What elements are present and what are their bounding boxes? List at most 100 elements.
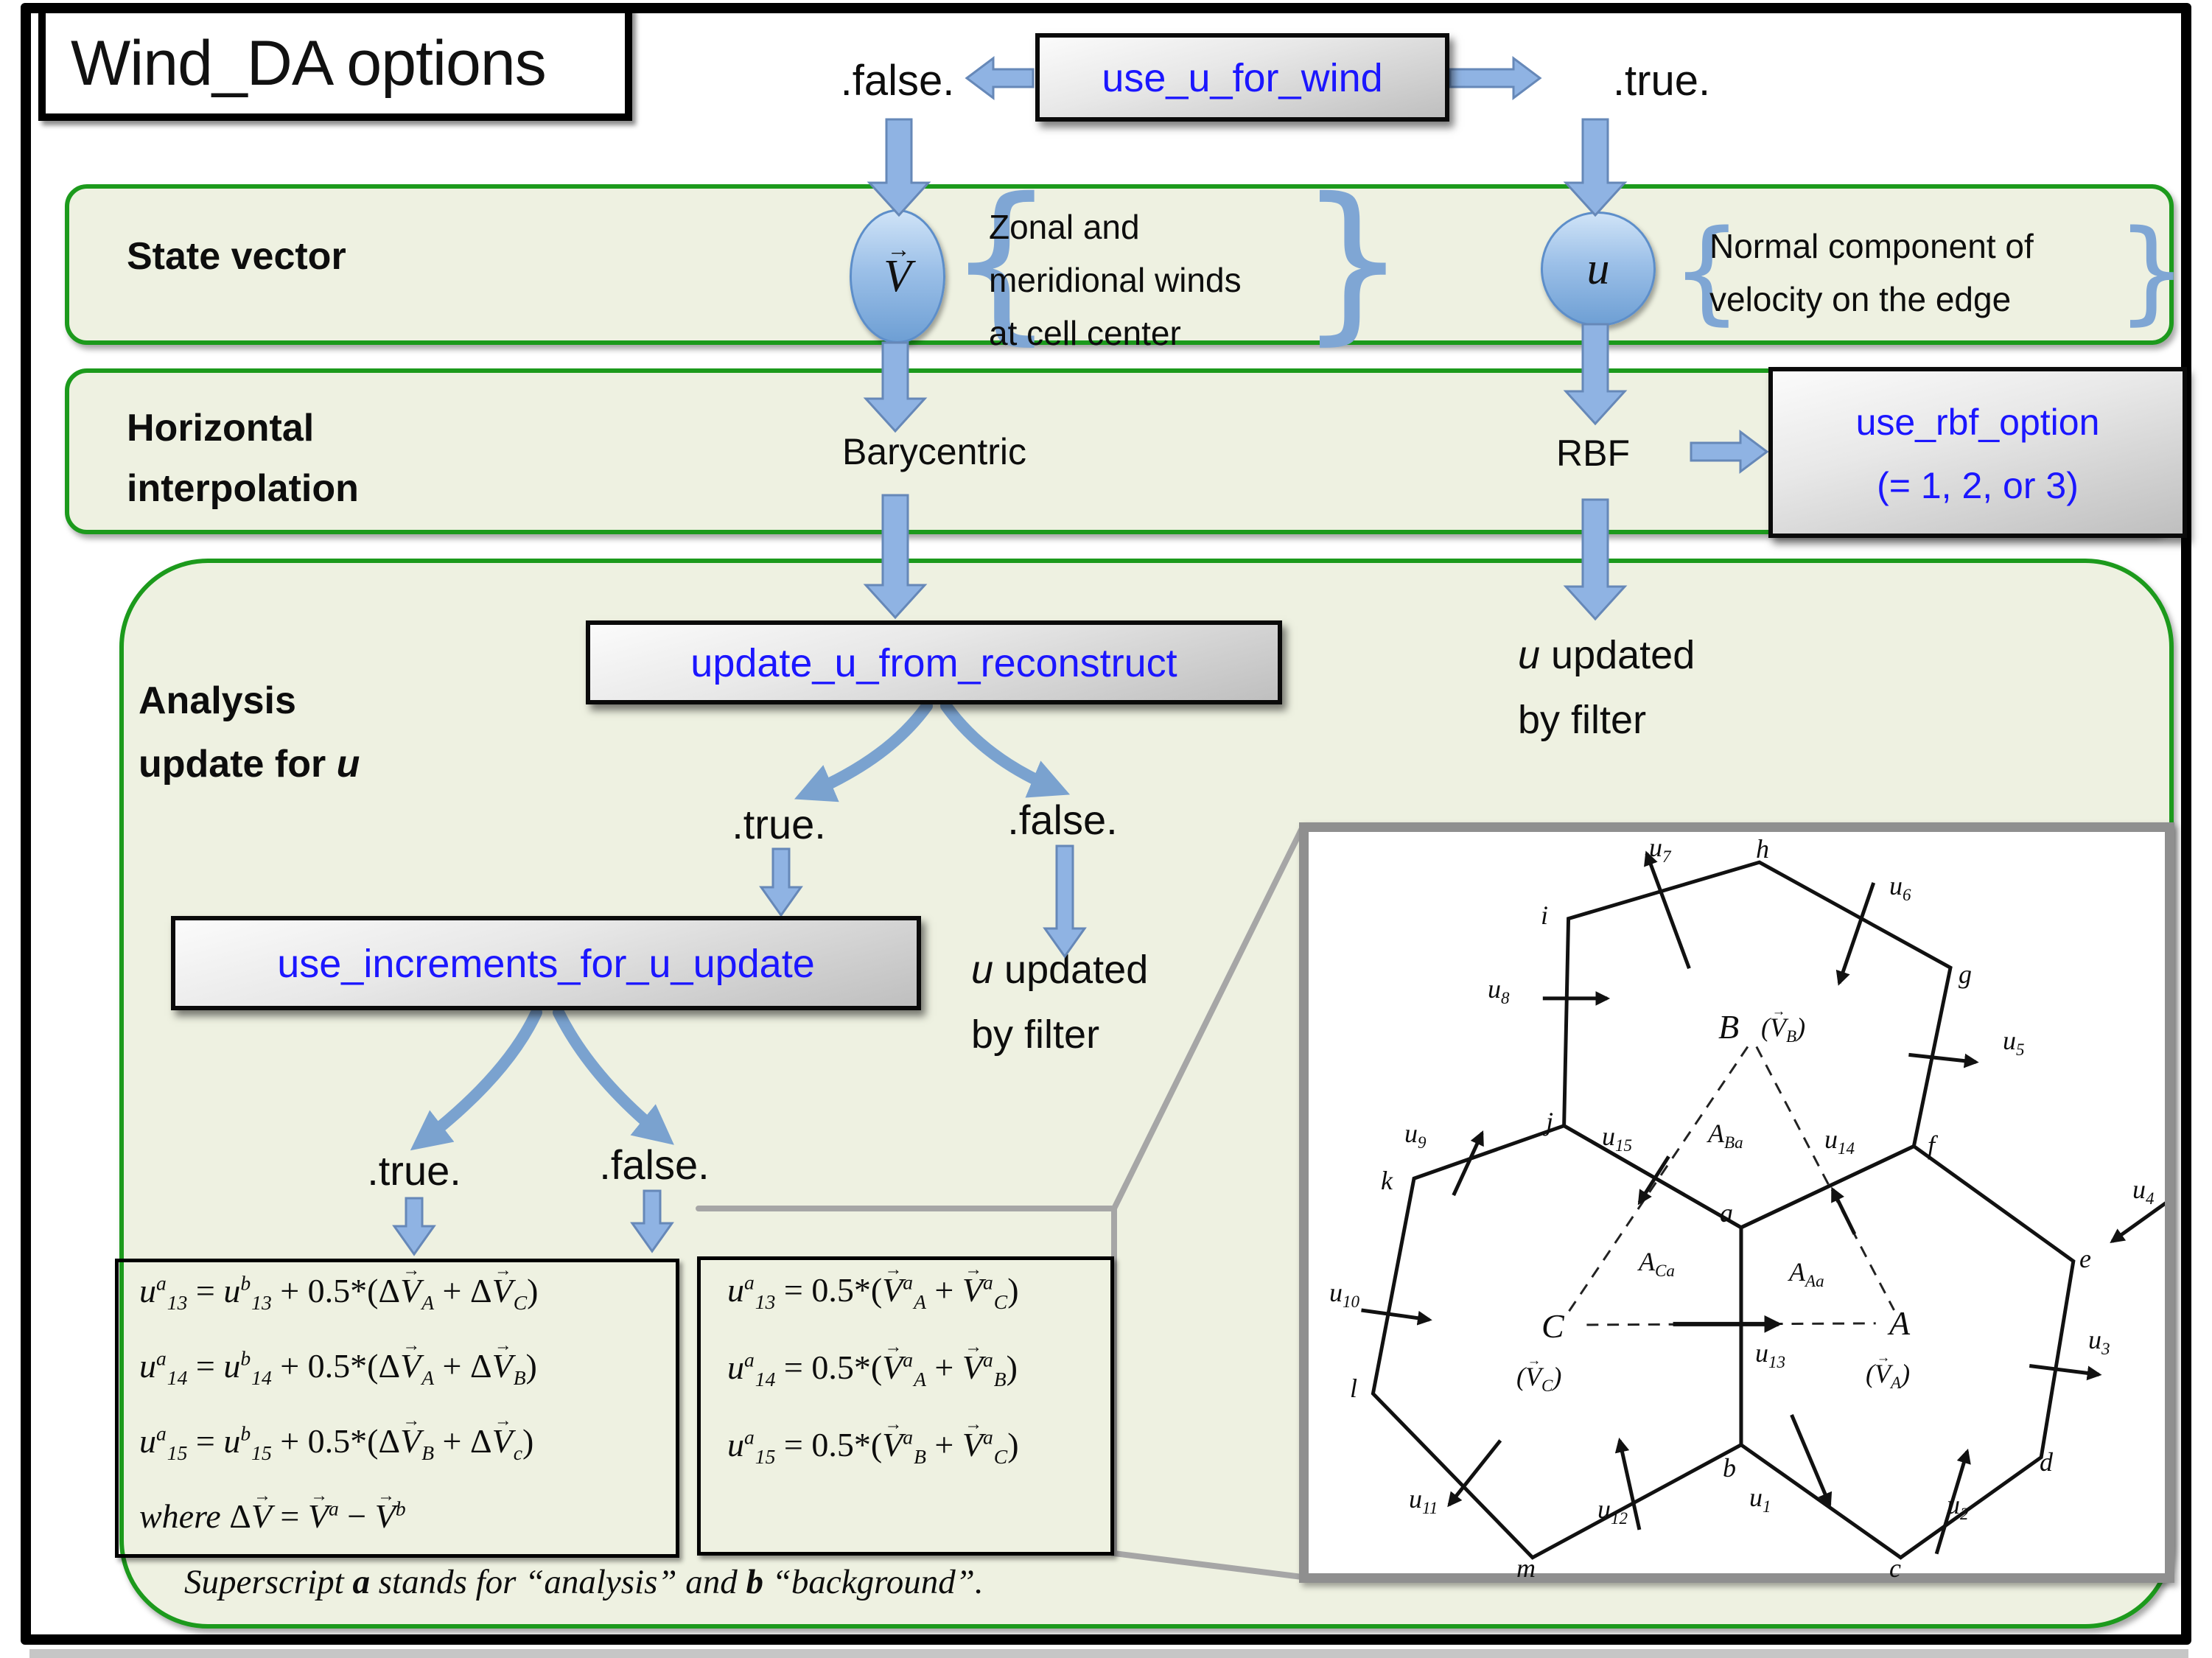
inset-label-m: m xyxy=(1516,1553,1536,1583)
barycentric-label: Barycentric xyxy=(841,431,1027,472)
inset-label-u15: u15 xyxy=(1602,1122,1633,1155)
inset-label-AAa: AAa xyxy=(1789,1257,1824,1291)
filter-note1-line2: by filter xyxy=(1518,698,1647,742)
true-label-top: .true. xyxy=(1612,57,1711,105)
inset-label-j: j xyxy=(1546,1107,1554,1136)
u-updated-by-filter-1: u updated by filter xyxy=(1518,623,1695,752)
update-u-from-reconstruct-box: update_u_from_reconstruct xyxy=(586,620,1282,704)
v-node: V xyxy=(850,209,945,343)
state-vector-label: State vector xyxy=(127,235,346,278)
inset-label-u2: u2 xyxy=(1947,1490,1969,1524)
inset-label-u5: u5 xyxy=(2003,1026,2025,1060)
u15-arrow xyxy=(1637,1155,1670,1206)
analysis-label-line2: update for u xyxy=(139,743,360,786)
v-note-line3: at cell center xyxy=(989,314,1181,352)
inset-label-ACa: ACa xyxy=(1639,1247,1675,1281)
false-label-update: .false. xyxy=(1007,797,1118,843)
u2-arrow xyxy=(1934,1448,1971,1555)
inset-label-VA: (VA) xyxy=(1866,1350,1910,1393)
hexagon-cell-B xyxy=(1562,860,1953,1230)
inset-label-B: B xyxy=(1718,1008,1740,1046)
edge-normal-arrows xyxy=(1361,850,2165,1555)
inset-label-C: C xyxy=(1541,1307,1564,1345)
inset-label-h: h xyxy=(1756,834,1769,864)
u4-arrow xyxy=(2110,1201,2165,1243)
inset-label-u13: u13 xyxy=(1755,1338,1786,1372)
slide-shadow xyxy=(29,1649,2188,1658)
u11-arrow xyxy=(1447,1439,1502,1508)
true-label-update: .true. xyxy=(732,801,826,847)
direct-formula-box: ua13 = 0.5*(VaA + VaC) ua14 = 0.5*(VaA +… xyxy=(697,1256,1114,1556)
inset-label-ABa: ABa xyxy=(1708,1119,1743,1152)
u9-arrow xyxy=(1452,1130,1484,1197)
inset-label-u14: u14 xyxy=(1824,1124,1855,1158)
u-note: Normal component of velocity on the edge xyxy=(1709,220,2034,326)
false-label-top: .false. xyxy=(840,57,955,105)
inset-label-u6: u6 xyxy=(1889,871,1911,905)
formula-right-1: ua13 = 0.5*(VaA + VaC) xyxy=(727,1260,1019,1314)
inset-label-f: f xyxy=(1928,1130,1936,1160)
inset-label-d: d xyxy=(2040,1447,2053,1477)
u-symbol: u xyxy=(1586,243,1610,294)
inset-label-b: b xyxy=(1723,1453,1736,1483)
hexagon-cell-A xyxy=(1739,1144,2076,1560)
inset-label-u12: u12 xyxy=(1597,1494,1628,1528)
cell-center-triangle xyxy=(1564,1046,1895,1326)
formula-right-3: ua15 = 0.5*(VaB + VaC) xyxy=(727,1415,1019,1469)
inset-label-a: a xyxy=(1720,1198,1733,1228)
u-updated-by-filter-2: u updated by filter xyxy=(971,937,1148,1067)
inset-label-VB: (VB) xyxy=(1761,1004,1805,1046)
inset-label-u7: u7 xyxy=(1649,833,1671,867)
inset-label-VC: (VC) xyxy=(1516,1353,1561,1396)
inset-label-e: e xyxy=(2079,1244,2091,1273)
hint-label-line1: Horizontal xyxy=(127,407,315,450)
inset-label-u1: u1 xyxy=(1749,1483,1771,1517)
update-u-from-reconstruct-label: update_u_from_reconstruct xyxy=(690,641,1177,685)
u1-arrow xyxy=(1790,1414,1833,1508)
v-note-line2: meridional winds xyxy=(989,261,1242,299)
inset-label-i: i xyxy=(1541,900,1549,930)
analysis-label: Analysis update for u xyxy=(139,669,360,796)
v-brace-close: } xyxy=(1298,161,1407,360)
filter-note2-line2: by filter xyxy=(971,1012,1100,1057)
inset-label-c: c xyxy=(1889,1553,1901,1583)
use-rbf-option-line1: use_rbf_option xyxy=(1855,402,2100,443)
inset-label-l: l xyxy=(1350,1374,1358,1403)
formula-right-2: ua14 = 0.5*(VaA + VaB) xyxy=(727,1337,1018,1391)
analysis-label-line1: Analysis xyxy=(139,679,296,722)
use-increments-label: use_increments_for_u_update xyxy=(277,942,815,986)
increments-formula-box: ua13 = ub13 + 0.5*(ΔVA + ΔVC) ua14 = ub1… xyxy=(115,1259,679,1558)
formula-left-1: ua13 = ub13 + 0.5*(ΔVA + ΔVC) xyxy=(139,1261,538,1315)
v-brace-open: { xyxy=(947,161,1056,360)
u12-arrow xyxy=(1614,1437,1642,1531)
u14-arrow xyxy=(1830,1186,1857,1235)
v-symbol: V xyxy=(883,236,911,303)
formula-left-4: where ΔV = Va − Vb xyxy=(139,1486,406,1536)
u-note-line2: velocity on the edge xyxy=(1709,280,2012,318)
hint-label-line2: interpolation xyxy=(127,467,359,510)
title-box: Wind_DA options xyxy=(38,6,632,121)
v-note-line1: Zonal and xyxy=(989,208,1140,246)
inset-label-u4: u4 xyxy=(2132,1175,2155,1208)
v-note: Zonal and meridional winds at cell cente… xyxy=(989,200,1242,360)
use-rbf-option-line2: (= 1, 2, or 3) xyxy=(1877,465,2079,506)
u5-arrow xyxy=(1908,1052,1979,1068)
u-note-line1: Normal component of xyxy=(1709,227,2034,265)
use-u-for-wind-box: use_u_for_wind xyxy=(1035,33,1449,122)
inset-label-u10: u10 xyxy=(1329,1278,1360,1312)
u10-arrow xyxy=(1361,1308,1432,1326)
inset-label-u8: u8 xyxy=(1488,974,1510,1008)
u3-arrow xyxy=(2029,1364,2102,1381)
inset-label-u11: u11 xyxy=(1409,1484,1438,1518)
u-node: u xyxy=(1541,211,1656,326)
use-increments-box: use_increments_for_u_update xyxy=(171,916,921,1010)
inset-label-k: k xyxy=(1381,1166,1393,1195)
filter-note1-line1: u updated xyxy=(1518,633,1695,677)
inset-label-A: A xyxy=(1889,1304,1911,1342)
u7-arrow xyxy=(1644,850,1691,970)
formula-left-2: ua14 = ub14 + 0.5*(ΔVA + ΔVB) xyxy=(139,1336,537,1390)
rbf-label: RBF xyxy=(1556,433,1630,474)
u6-arrow xyxy=(1835,882,1876,986)
use-rbf-option-box: use_rbf_option (= 1, 2, or 3) xyxy=(1768,367,2187,538)
